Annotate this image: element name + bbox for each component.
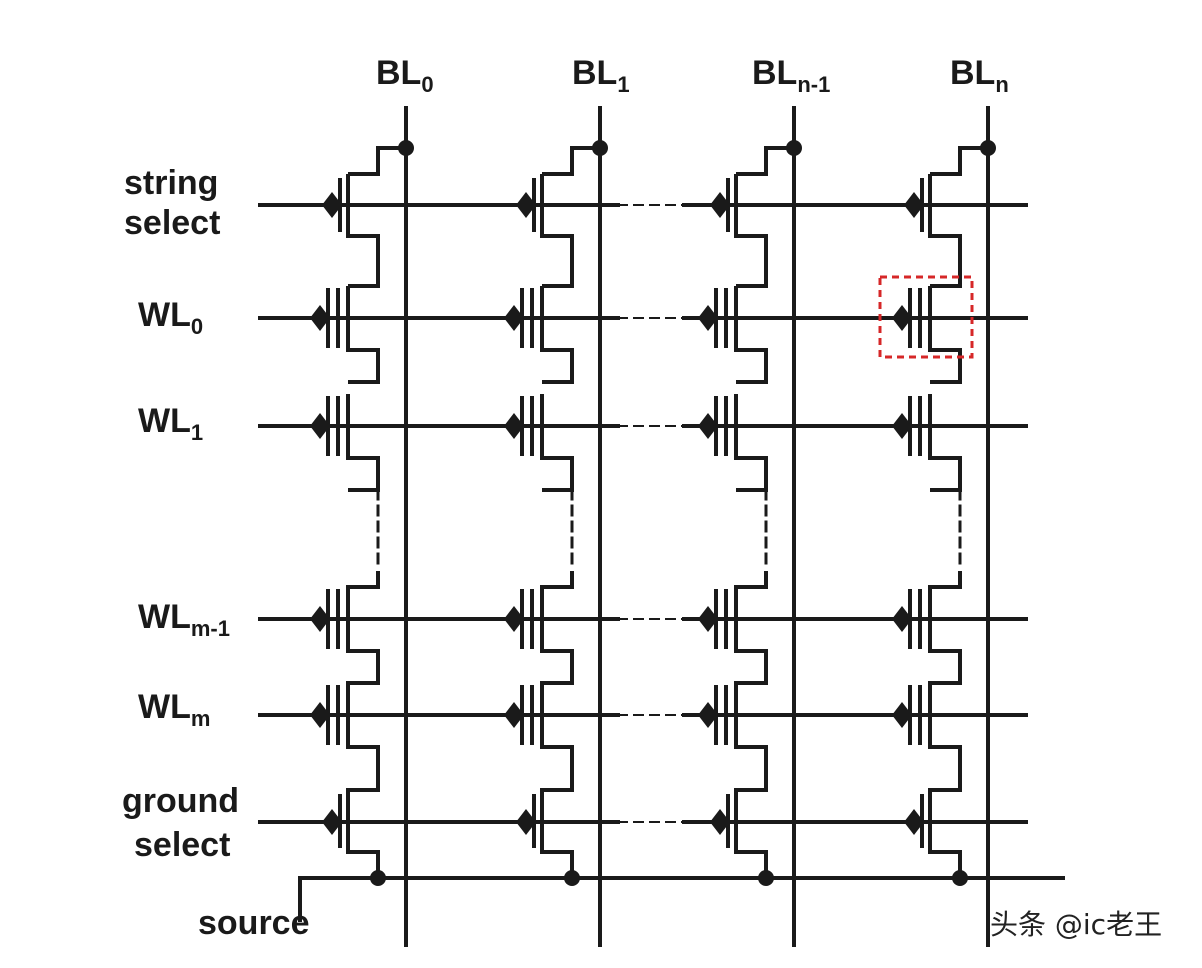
string-3-cell-3-contact [892,702,912,728]
string-2-cell-1-contact [698,413,718,439]
string-3-source-contact [952,870,968,886]
string-1-cell-1-channel [540,394,574,492]
string-2-source-contact [758,870,774,886]
string-1-ssl-contact [516,192,536,218]
string-2-gsl-contact [710,809,730,835]
string-1-gsl-contact [516,809,536,835]
string-3-gsl-channel [928,769,962,878]
string-0-cell-2-contact [310,606,330,632]
circuit [258,106,1065,947]
string-3-ssl-contact [904,192,924,218]
string-0-gsl-contact [322,809,342,835]
string-1-source-contact [564,870,580,886]
string-2-ssl-channel [734,174,768,288]
string-2-cell-0-channel [734,286,768,384]
string-0-cell-1-channel [346,394,380,492]
string-1-cell-1-contact [504,413,524,439]
string-1-cell-3-contact [504,702,524,728]
string-3-cell-3-channel [928,667,962,769]
string-0-source-contact [370,870,386,886]
string-3-bitline-contact [980,140,996,156]
string-2-cell-3-channel [734,667,768,769]
bitline-label-n: BLn [950,54,1009,97]
source-label: source [198,904,310,942]
ground-select-label-line2: select [134,826,230,864]
string-0-cell-0-channel [346,286,380,384]
highlighted-cell-box [878,275,974,359]
string-1-cell-0-channel [540,286,574,384]
string-3-drain-connection [930,146,988,176]
string-0-cell-1-contact [310,413,330,439]
wordline-label-1: WL1 [138,402,203,445]
string-3-cell-1-channel [928,394,962,492]
string-3-cell-0-contact [892,305,912,331]
string-0-cell-3-contact [310,702,330,728]
string-1-cell-3-channel [540,667,574,769]
wordline-label-m: WLm [138,688,210,731]
string-2-gsl-channel [734,769,768,878]
string-2-cell-1-channel [734,394,768,492]
string-3-cell-0-channel [928,286,962,384]
ground-select-label-line1: ground [122,782,239,820]
string-3-gsl-contact [904,809,924,835]
string-3-cell-2-contact [892,606,912,632]
string-0-ssl-channel [346,174,380,288]
string-0-cell-0-contact [310,305,330,331]
wordline-label-0: WL0 [138,296,203,339]
string-0-drain-connection [348,146,406,176]
string-2-cell-3-contact [698,702,718,728]
string-0-cell-2-channel [346,571,380,673]
string-1-cell-0-contact [504,305,524,331]
string-select-label-line2: select [124,204,220,242]
string-1-drain-connection [542,146,600,176]
string-2-cell-2-contact [698,606,718,632]
string-1-ssl-channel [540,174,574,288]
string-1-gsl-channel [540,769,574,878]
string-0-bitline-contact [398,140,414,156]
string-3-ssl-channel [928,174,962,288]
string-3-cell-2-channel [928,571,962,673]
string-2-cell-2-channel [734,571,768,673]
string-0-ssl-contact [322,192,342,218]
bitline-label-1: BL1 [572,54,630,97]
string-1-cell-2-channel [540,571,574,673]
source-line [298,876,1065,922]
string-1-cell-2-contact [504,606,524,632]
bitline-label-0: BL0 [376,54,434,97]
string-2-cell-0-contact [698,305,718,331]
string-3-cell-1-contact [892,413,912,439]
string-0-cell-3-channel [346,667,380,769]
string-2-drain-connection [736,146,794,176]
string-0-gsl-channel [346,769,380,878]
watermark-text: 头条 @ic老王 [990,908,1162,941]
wordline-label-m-1: WLm-1 [138,598,230,641]
string-2-bitline-contact [786,140,802,156]
bitline-label-n-1: BLn-1 [752,54,830,97]
string-select-label-line1: string [124,164,218,202]
string-2-ssl-contact [710,192,730,218]
string-1-bitline-contact [592,140,608,156]
